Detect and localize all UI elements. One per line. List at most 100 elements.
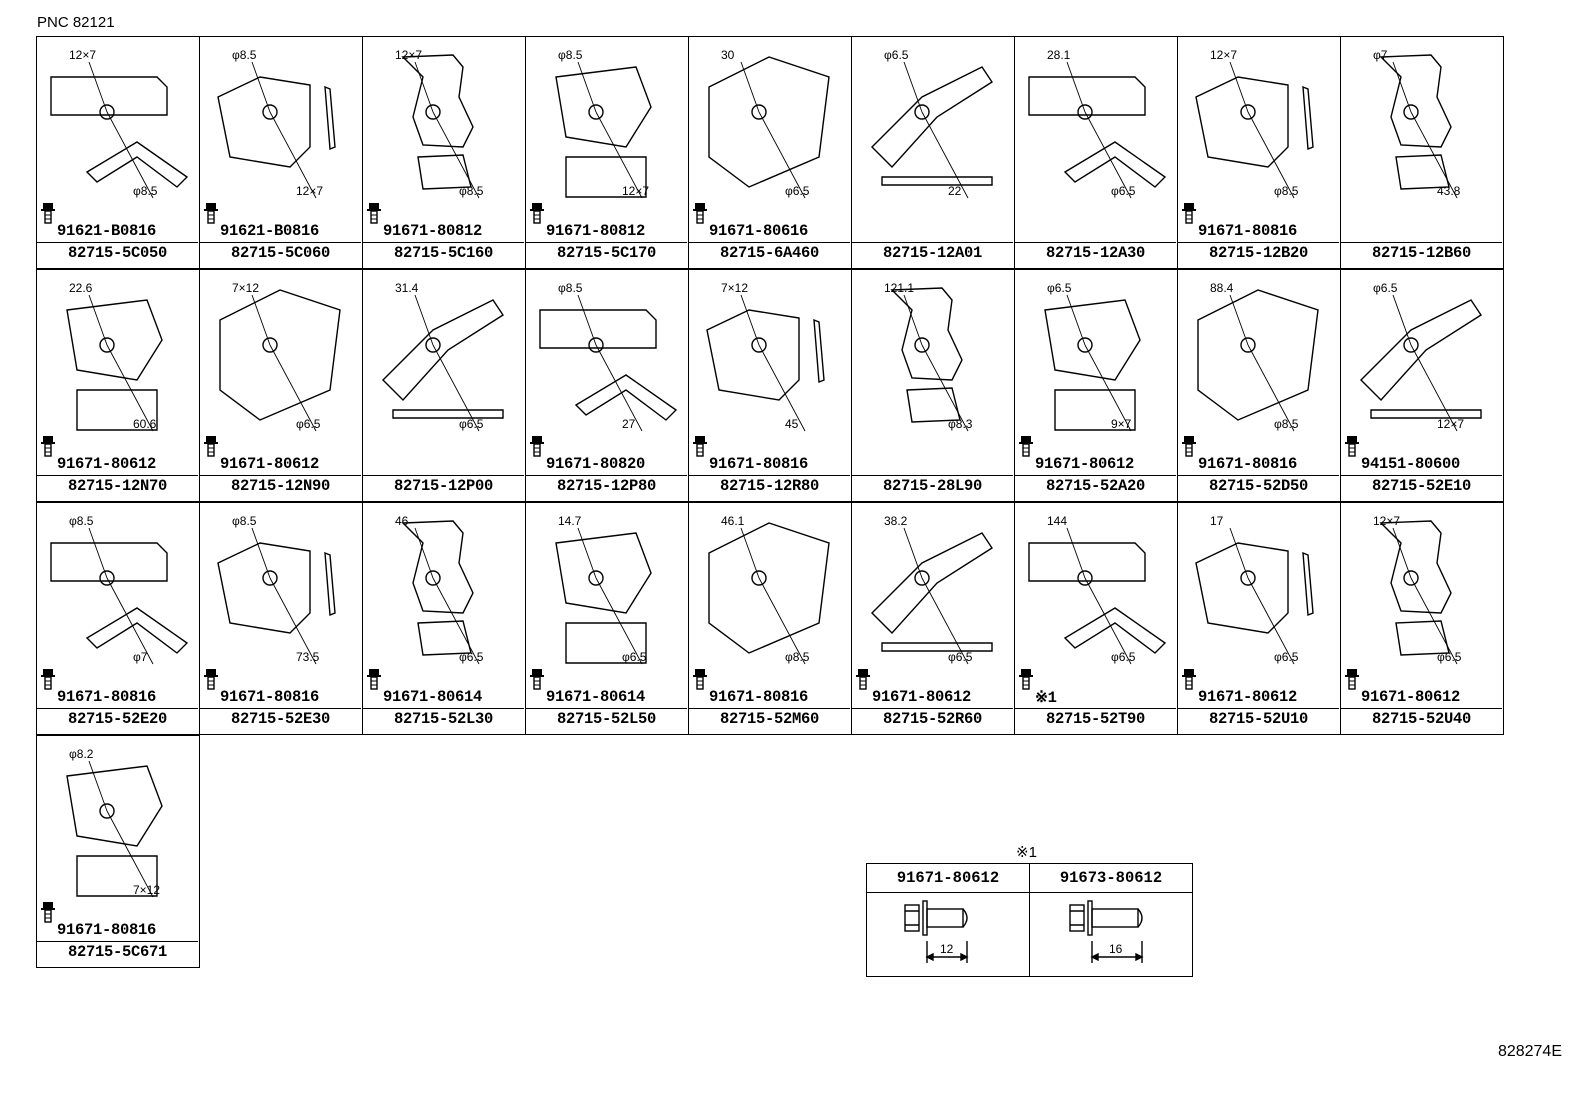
leader-line — [106, 344, 154, 432]
dimension-label: φ8.5 — [232, 514, 257, 528]
bracket-sketch: 31.4φ6.5 — [382, 281, 504, 432]
part-number[interactable]: 82715-52T90 — [1045, 710, 1146, 728]
part-number[interactable]: 82715-52E10 — [1371, 477, 1472, 495]
bolt-drawing-2: 16 — [1069, 900, 1144, 963]
part-number[interactable]: 82715-12P00 — [393, 477, 494, 495]
bolt-callout: 91621-B0816 — [41, 220, 156, 242]
part-number[interactable]: 82715-12P80 — [556, 477, 657, 495]
bracket-outline — [76, 389, 158, 431]
leader-line — [740, 61, 760, 113]
dimension-label: φ8.2 — [69, 747, 94, 761]
part-number[interactable]: 82715-6A460 — [719, 244, 820, 262]
bolt-icon — [41, 669, 55, 690]
bolt-part-number: 91671-80816 — [220, 688, 320, 706]
bolt-part-number: 91671-80812 — [546, 222, 646, 240]
part-number[interactable]: 82715-5C671 — [67, 943, 168, 961]
part-number[interactable]: 82715-52A20 — [1045, 477, 1146, 495]
part-number[interactable]: 82715-52R60 — [882, 710, 983, 728]
part-number[interactable]: 82715-52U40 — [1371, 710, 1472, 728]
part-number[interactable]: 82715-52E20 — [67, 710, 168, 728]
leader-line — [758, 577, 806, 665]
part-number[interactable]: 82715-52E30 — [230, 710, 331, 728]
part-number[interactable]: 82715-5C170 — [556, 244, 657, 262]
part-number[interactable]: 82715-12A01 — [882, 244, 983, 262]
leader-line — [1084, 344, 1132, 432]
bracket-outline — [1063, 607, 1167, 654]
part-number[interactable]: 82715-52M60 — [719, 710, 820, 728]
part-number[interactable]: 82715-5C060 — [230, 244, 331, 262]
leader-line — [1247, 344, 1295, 432]
bolt-part-number: 91621-B0816 — [220, 222, 320, 240]
bolt-part-number: 91671-80612 — [1035, 455, 1135, 473]
bolt-part-number: 91671-80812 — [383, 222, 483, 240]
bolt-callout: 91671-80612 — [1019, 453, 1134, 475]
dimension-label: 7×12 — [232, 281, 259, 295]
mounting-hole — [99, 570, 115, 586]
part-number[interactable]: 82715-5C050 — [67, 244, 168, 262]
bracket-outline — [401, 520, 474, 614]
part-number[interactable]: 82715-12B60 — [1371, 244, 1472, 262]
bolt-icon — [41, 902, 55, 923]
part-number[interactable]: 82715-12N70 — [67, 477, 168, 495]
mounting-hole — [99, 337, 115, 353]
leader-line — [269, 111, 317, 199]
part-number[interactable]: 82715-12R80 — [719, 477, 820, 495]
bracket-outline — [555, 66, 652, 148]
part-number[interactable]: 82715-52L50 — [556, 710, 657, 728]
part-number[interactable]: 82715-28L90 — [882, 477, 983, 495]
bracket-outline — [324, 551, 336, 617]
dimension-label: 46.1 — [721, 514, 745, 528]
part-number[interactable]: 82715-5C160 — [393, 244, 494, 262]
part-number[interactable]: 82715-52U10 — [1208, 710, 1309, 728]
mounting-hole — [1403, 104, 1419, 120]
part-number[interactable]: 82715-12N90 — [230, 477, 331, 495]
part-number[interactable]: 82715-52D50 — [1208, 477, 1309, 495]
leader-line — [1410, 111, 1458, 199]
mounting-hole — [262, 337, 278, 353]
part-number[interactable]: 82715-52L30 — [393, 710, 494, 728]
part-number[interactable]: 82715-12B20 — [1208, 244, 1309, 262]
bracket-outline — [50, 76, 168, 116]
part-number[interactable]: 82715-12A30 — [1045, 244, 1146, 262]
bracket-outline — [708, 522, 830, 654]
bracket-outline — [417, 620, 472, 656]
dimension-label: 22.6 — [69, 281, 93, 295]
bolt-callout: 91671-80816 — [204, 686, 319, 708]
dimension-label: φ8.5 — [133, 184, 158, 198]
